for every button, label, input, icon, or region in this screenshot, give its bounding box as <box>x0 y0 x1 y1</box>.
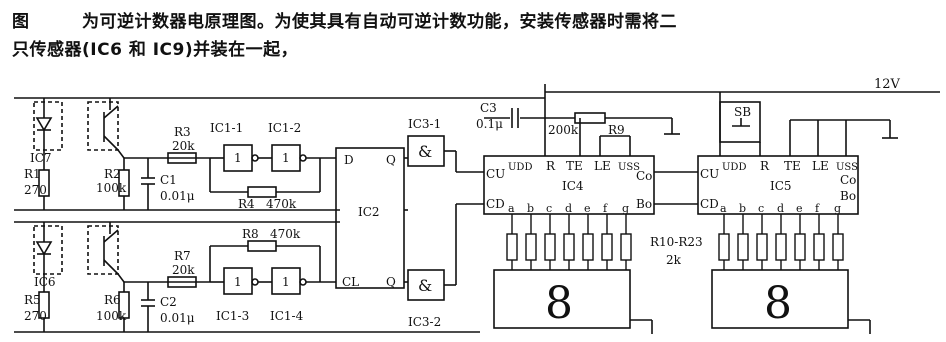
caption-line-2: 只传感器(IC6 和 IC9)并装在一起， <box>12 40 299 60</box>
segment-pin-labels: a b c d e f g a b c d e f g <box>508 202 841 215</box>
gate-ic1-2-symbol: 1 <box>282 151 290 165</box>
ic3-1-label: IC3-1 <box>408 117 441 131</box>
ic5-pin-te: TE <box>784 159 801 173</box>
r4-value: 470k <box>266 197 297 211</box>
ic2-pin-cl: CL <box>342 275 359 289</box>
r3-value: 20k <box>172 139 195 153</box>
ic5-pin-bo: Bo <box>840 189 856 203</box>
c3-value: 0.1μ <box>476 117 503 131</box>
ic1-1-label: IC1-1 <box>210 121 243 135</box>
ic5-pin-cu: CU <box>700 167 719 181</box>
ic3-2-label: IC3-2 <box>408 315 441 329</box>
ic4-pin-r: R <box>546 159 556 173</box>
ic6-label: IC6 <box>34 275 56 289</box>
ic4-seg-a: a <box>508 202 515 215</box>
r2-label: R2 <box>104 167 121 181</box>
ic1-3-label: IC1-3 <box>216 309 249 323</box>
r6-value: 100k <box>96 309 127 323</box>
ic4-seg-f: f <box>603 202 608 215</box>
supply-voltage-label: 12V <box>874 77 901 92</box>
ic4-label: IC4 <box>562 179 584 193</box>
sb-label: SB <box>734 105 751 119</box>
ic4-pin-te: TE <box>566 159 583 173</box>
ic5-label: IC5 <box>770 179 792 193</box>
ic4-seg-c: c <box>546 202 552 215</box>
ic5-seg-a: a <box>720 202 727 215</box>
c2-value: 0.01μ <box>160 311 195 325</box>
r7-label: R7 <box>174 249 191 263</box>
r7-value: 20k <box>172 263 195 277</box>
r1-value: 270 <box>24 183 47 197</box>
r10-r23-label: R10-R23 <box>650 235 703 249</box>
ic4-seg-b: b <box>527 202 534 215</box>
ic5-pin-udd: UDD <box>722 162 746 173</box>
r6-label: R6 <box>104 293 121 307</box>
c2-label: C2 <box>160 295 177 309</box>
ic2-pin-q-bottom: Q <box>386 275 396 289</box>
ic3-2-and-symbol: & <box>418 276 432 295</box>
r4-label: R4 <box>238 197 255 211</box>
ic4-pin-bo: Bo <box>636 197 652 211</box>
ic5-seg-d: d <box>777 202 784 215</box>
r2-value: 100k <box>96 181 127 195</box>
c1-label: C1 <box>160 173 177 187</box>
segment-resistors <box>506 214 844 270</box>
schematic-wires <box>14 84 940 334</box>
r8-value: 470k <box>270 227 301 241</box>
gate-ic1-3-symbol: 1 <box>234 275 242 289</box>
ic2-pin-d: D <box>344 153 354 167</box>
ic4-pin-le: LE <box>594 159 611 173</box>
ic4-seg-g: g <box>622 202 629 215</box>
ic5-seg-e: e <box>796 202 803 215</box>
r9-value: 200k <box>548 123 579 137</box>
ic5-seg-g: g <box>834 202 841 215</box>
r5-label: R5 <box>24 293 41 307</box>
ic5-pin-r: R <box>760 159 770 173</box>
diagram-caption: 图 为可逆计数器电原理图。为使其具有自动可逆计数功能，安装传感器时需将二 只传感… <box>12 8 932 64</box>
ic5-seg-f: f <box>815 202 820 215</box>
ic5-seg-b: b <box>739 202 746 215</box>
gate-ic1-4-symbol: 1 <box>282 275 290 289</box>
r8-label: R8 <box>242 227 259 241</box>
ic4-seg-e: e <box>584 202 591 215</box>
r5-value: 270 <box>24 309 47 323</box>
ic4-pin-udd: UDD <box>508 162 532 173</box>
ic5-pin-le: LE <box>812 159 829 173</box>
c1-value: 0.01μ <box>160 189 195 203</box>
ic5-seg-c: c <box>758 202 764 215</box>
caption-line-1: 图 为可逆计数器电原理图。为使其具有自动可逆计数功能，安装传感器时需将二 <box>12 12 677 32</box>
ic5-pin-cd: CD <box>700 197 719 211</box>
display-right-digit: 8 <box>764 278 792 329</box>
component-labels: 12V IC7 R1 270 R2 100k R3 20k C1 0.01μ R… <box>24 77 901 329</box>
ic4-pin-cd: CD <box>486 197 505 211</box>
display-left-digit: 8 <box>545 278 573 329</box>
gate-ic1-1-symbol: 1 <box>234 151 242 165</box>
ic7-label: IC7 <box>30 151 52 165</box>
ic4-pin-cu: CU <box>486 167 505 181</box>
ic4-seg-d: d <box>565 202 572 215</box>
r9-label: R9 <box>608 123 625 137</box>
ic4-pin-uss: USS <box>618 162 640 173</box>
ic2-pin-q-top: Q <box>386 153 396 167</box>
ic4-pin-co: Co <box>636 169 652 183</box>
ic1-4-label: IC1-4 <box>270 309 304 323</box>
ic3-1-and-symbol: & <box>418 142 432 161</box>
ic5-pin-co: Co <box>840 173 856 187</box>
ic2-label: IC2 <box>358 205 380 219</box>
ic5-pin-uss: USS <box>836 162 858 173</box>
ic1-2-label: IC1-2 <box>268 121 301 135</box>
r1-label: R1 <box>24 167 41 181</box>
r10-r23-value: 2k <box>666 253 682 267</box>
c3-label: C3 <box>480 101 497 115</box>
r3-label: R3 <box>174 125 191 139</box>
